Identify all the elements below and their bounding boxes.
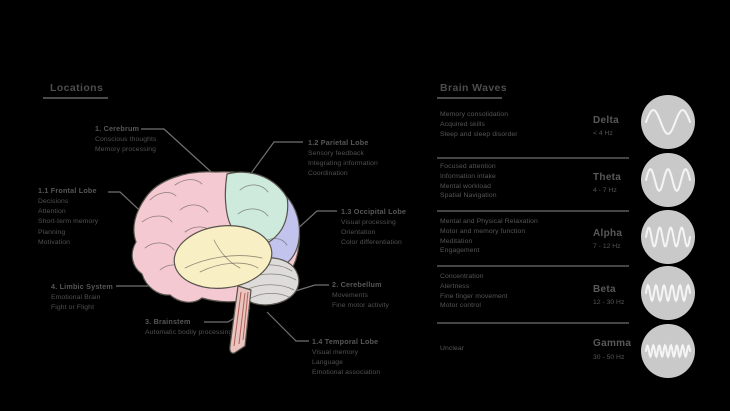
- location-title-occipital: 1.3 Occipital Lobe: [341, 207, 407, 216]
- alpha-wave-icon: [641, 210, 695, 264]
- brain-waves-underline: [437, 97, 502, 99]
- location-title-cerebrum: 1. Cerebrum: [95, 124, 140, 133]
- location-title-temporal: 1.4 Temporal Lobe: [312, 337, 379, 346]
- wave-function-line: Mental workload: [440, 182, 491, 190]
- location-detail: Coordination: [308, 170, 348, 178]
- leader-line-occipital: [294, 210, 337, 232]
- location-title-cerebellum: 2. Cerebellum: [332, 280, 382, 289]
- wave-name-delta: Delta: [593, 115, 619, 126]
- theta-wave-icon: [641, 153, 695, 207]
- wave-function-line: Acquired skills: [440, 120, 485, 128]
- location-detail: Visual memory: [312, 348, 359, 356]
- wave-function-line: Concentration: [440, 273, 484, 280]
- location-detail: Motivation: [38, 239, 70, 247]
- wave-functions-gamma: Unclear: [440, 344, 590, 354]
- location-detail: Fine motor activity: [332, 301, 390, 309]
- leader-line-cerebrum: [141, 128, 221, 181]
- wave-function-line: Motor control: [440, 302, 481, 310]
- wave-frequency-alpha: 7 - 12 Hz: [593, 243, 621, 250]
- delta-wave-icon: [641, 95, 695, 149]
- wave-frequency-delta: < 4 Hz: [593, 130, 613, 137]
- location-detail: Emotional Brain: [51, 293, 101, 301]
- location-detail: Orientation: [341, 228, 376, 236]
- location-detail: Memory processing: [95, 145, 157, 153]
- location-title-limbic: 4. Limbic System: [51, 282, 113, 291]
- gamma-wave-icon: [641, 324, 695, 378]
- wave-function-line: Sleep and sleep disorder: [440, 130, 518, 138]
- wave-function-line: Fine finger movement: [440, 292, 508, 300]
- location-title-frontal: 1.1 Frontal Lobe: [38, 186, 97, 195]
- location-detail: Conscious thoughts: [95, 135, 157, 143]
- location-detail: Decisions: [38, 197, 69, 205]
- wave-function-line: Unclear: [440, 345, 465, 352]
- location-detail: Sensory feedback: [308, 149, 365, 157]
- location-detail: Short-term memory: [38, 218, 99, 226]
- locations-title: Locations: [50, 82, 104, 94]
- location-detail: Integrating information: [308, 159, 378, 167]
- wave-function-line: Focused attention: [440, 163, 496, 170]
- location-detail: Fight or Flight: [51, 303, 95, 311]
- location-detail: Planning: [38, 228, 66, 236]
- location-detail: Color differentiation: [341, 239, 402, 247]
- wave-function-line: Engagement: [440, 247, 480, 255]
- wave-frequency-theta: 4 - 7 Hz: [593, 187, 617, 194]
- locations-underline: [43, 97, 108, 99]
- brain-waves-title: Brain Waves: [440, 82, 508, 94]
- wave-name-gamma: Gamma: [593, 338, 632, 349]
- leader-line-temporal: [266, 311, 309, 342]
- wave-name-beta: Beta: [593, 284, 616, 295]
- wave-frequency-beta: 12 - 30 Hz: [593, 299, 625, 306]
- row-divider: [437, 157, 629, 159]
- location-detail: Attention: [38, 207, 66, 215]
- row-divider: [437, 210, 629, 212]
- wave-function-line: Motor and memory function: [440, 227, 526, 235]
- location-detail: Movements: [332, 291, 369, 299]
- location-detail: Automatic bodily processing: [145, 328, 233, 336]
- location-title-parietal: 1.2 Parietal Lobe: [308, 138, 369, 147]
- row-divider: [437, 265, 629, 267]
- wave-function-line: Information intake: [440, 172, 496, 180]
- wave-frequency-gamma: 30 - 50 Hz: [593, 354, 625, 361]
- wave-name-theta: Theta: [593, 172, 622, 183]
- wave-function-line: Mental and Physical Relaxation: [440, 218, 538, 225]
- location-detail: Visual processing: [341, 218, 396, 226]
- location-detail: Emotional association: [312, 369, 381, 377]
- wave-name-alpha: Alpha: [593, 228, 623, 239]
- wave-function-line: Alertness: [440, 282, 470, 290]
- row-divider: [437, 322, 629, 324]
- wave-function-line: Spatial Navigation: [440, 192, 497, 200]
- wave-function-line: Memory consolidation: [440, 111, 509, 118]
- wave-function-line: Meditation: [440, 237, 473, 245]
- leader-line-cerebellum: [291, 284, 329, 293]
- beta-wave-icon: [641, 266, 695, 320]
- leader-line-parietal: [246, 141, 303, 180]
- location-title-brainstem: 3. Brainstem: [145, 317, 191, 326]
- location-detail: Language: [312, 358, 344, 366]
